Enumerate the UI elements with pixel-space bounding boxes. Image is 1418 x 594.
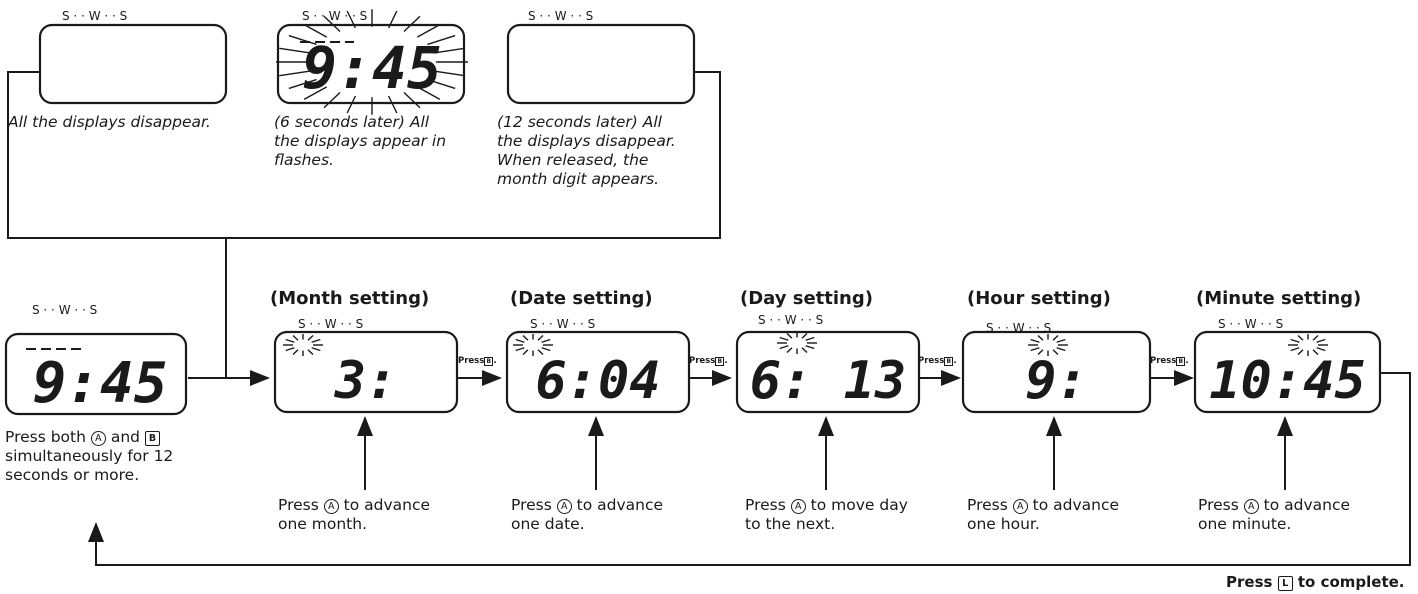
button-a-icon: A: [1243, 499, 1259, 514]
minute-day-scale: S · · W · · S: [1218, 317, 1284, 331]
display-hour: [961, 330, 1152, 414]
display-date: [505, 330, 691, 414]
button-a-icon: A: [1012, 499, 1028, 514]
hour-caption: Press A to advance one hour.: [967, 496, 1120, 533]
minute-blink: [1288, 334, 1328, 356]
day-scale-1: S · · W · · S: [62, 9, 128, 23]
display-date-digits: 6:04: [535, 351, 660, 411]
return-loop-line: [95, 372, 1411, 566]
date-day-scale: S · · W · · S: [530, 317, 596, 331]
title-day-setting: (Day setting): [740, 288, 873, 309]
display2-caption: (6 seconds later) All the displays appea…: [274, 113, 447, 169]
button-a-icon: A: [790, 499, 806, 514]
flash-rays: [276, 9, 468, 115]
display-start: [4, 332, 188, 416]
display-blank-1: [38, 23, 228, 105]
button-l-icon: L: [1277, 576, 1293, 591]
display-hour-digits: 9:: [1025, 351, 1088, 411]
button-a-icon: A: [323, 499, 339, 514]
day-scale-2: S · · W · · S: [302, 9, 368, 23]
hour-blink: [1028, 334, 1068, 356]
title-date-setting: (Date setting): [510, 288, 653, 309]
title-minute-setting: (Minute setting): [1196, 288, 1362, 309]
display-minute: [1193, 330, 1382, 414]
button-b-icon: B: [144, 431, 160, 446]
title-hour-setting: (Hour setting): [967, 288, 1111, 309]
display-start-digits: 9:45: [33, 351, 168, 416]
date-caption: Press A to advance one date.: [511, 496, 664, 533]
month-day-scale: S · · W · · S: [298, 317, 364, 331]
display-blank-2: [506, 23, 696, 105]
display3-caption: (12 seconds later) All the displays disa…: [497, 113, 676, 188]
day-scale-3: S · · W · · S: [528, 9, 594, 23]
display-day-digits: 6: 13: [750, 351, 907, 411]
date-blink: [513, 334, 553, 356]
complete-caption: Press L to complete.: [1226, 573, 1405, 591]
start-day-scale: S · · W · · S: [32, 303, 98, 317]
hour-day-scale: S · · W · · S: [986, 321, 1052, 335]
display-flashing-digits: 9:45: [302, 34, 442, 102]
day-day-scale: S · · W · · S: [758, 313, 824, 327]
title-month-setting: (Month setting): [270, 288, 430, 309]
display-flashing: [276, 23, 466, 105]
start-caption: Press both A and B simultaneously for 12…: [5, 428, 174, 484]
day-caption: Press A to move day to the next.: [745, 496, 908, 533]
day-blink: [777, 332, 817, 354]
display-month-digits: 3:: [334, 351, 398, 411]
button-a-icon: A: [90, 431, 106, 446]
month-caption: Press A to advance one month.: [278, 496, 431, 533]
display1-caption: All the displays disappear.: [8, 113, 211, 131]
month-blink: [283, 334, 323, 356]
minute-caption: Press A to advance one minute.: [1198, 496, 1351, 533]
display-minute-digits: 10:45: [1209, 351, 1366, 411]
display-day: [735, 330, 921, 414]
top-bracket-line: [7, 71, 721, 239]
button-a-icon: A: [556, 499, 572, 514]
display-month: [273, 330, 459, 414]
